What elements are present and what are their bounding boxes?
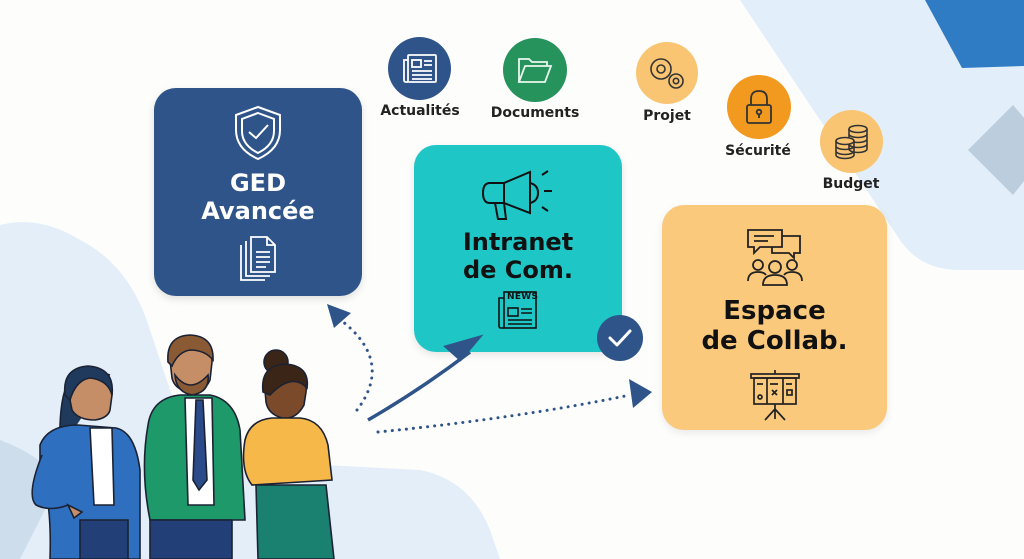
megaphone-icon: [481, 170, 552, 220]
padlock-icon: [746, 90, 772, 124]
ged-title-line1: GED: [229, 169, 286, 197]
collab-title-line2: de Collab.: [701, 325, 848, 356]
arrow-to-ged: [336, 316, 374, 412]
checkmark-badge: [597, 315, 643, 361]
intranet-title: Intranet de Com.: [462, 228, 574, 284]
ged-title: GED Avancée: [201, 169, 315, 225]
shield-check-icon: [235, 105, 281, 161]
intranet-title-line2: de Com.: [462, 255, 574, 284]
projet-circle[interactable]: [636, 42, 698, 104]
check-icon: [608, 329, 632, 347]
ged-card[interactable]: GED Avancée: [154, 88, 362, 296]
documents-stack-icon: [240, 236, 276, 282]
newspaper-icon: [402, 53, 437, 83]
actualites-label: Actualités: [380, 103, 460, 119]
securite-label: Sécurité: [725, 143, 791, 159]
budget-label: Budget: [822, 176, 880, 192]
folder-icon: [517, 58, 553, 83]
collab-title-line1: Espace: [723, 296, 826, 326]
person-man-green-blazer: [143, 334, 246, 559]
gears-icon: [650, 58, 684, 89]
coins-icon: [834, 124, 868, 159]
ged-title-line2: Avancée: [201, 196, 315, 225]
news-icon: NEWS: [496, 290, 540, 330]
news-badge-text: NEWS: [507, 292, 539, 303]
collab-title: Espace de Collab.: [701, 296, 848, 357]
budget-circle[interactable]: [820, 110, 883, 173]
whiteboard-icon: [749, 369, 800, 421]
intranet-card[interactable]: Intranet de Com. NEWS: [414, 145, 622, 352]
intranet-title-line1: Intranet: [462, 228, 574, 256]
person-woman-yellow-shirt: [242, 349, 335, 559]
documents-circle[interactable]: [503, 38, 567, 102]
securite-circle[interactable]: [727, 75, 791, 139]
actualites-circle[interactable]: [388, 37, 451, 100]
arrow-to-intranet: [367, 350, 472, 422]
arrow-to-collab: [376, 393, 632, 434]
person-woman-blue-blazer: [31, 365, 141, 559]
chat-people-icon: [746, 229, 803, 286]
projet-label: Projet: [643, 108, 691, 124]
documents-label: Documents: [490, 105, 580, 121]
collab-card[interactable]: Espace de Collab.: [662, 205, 887, 430]
